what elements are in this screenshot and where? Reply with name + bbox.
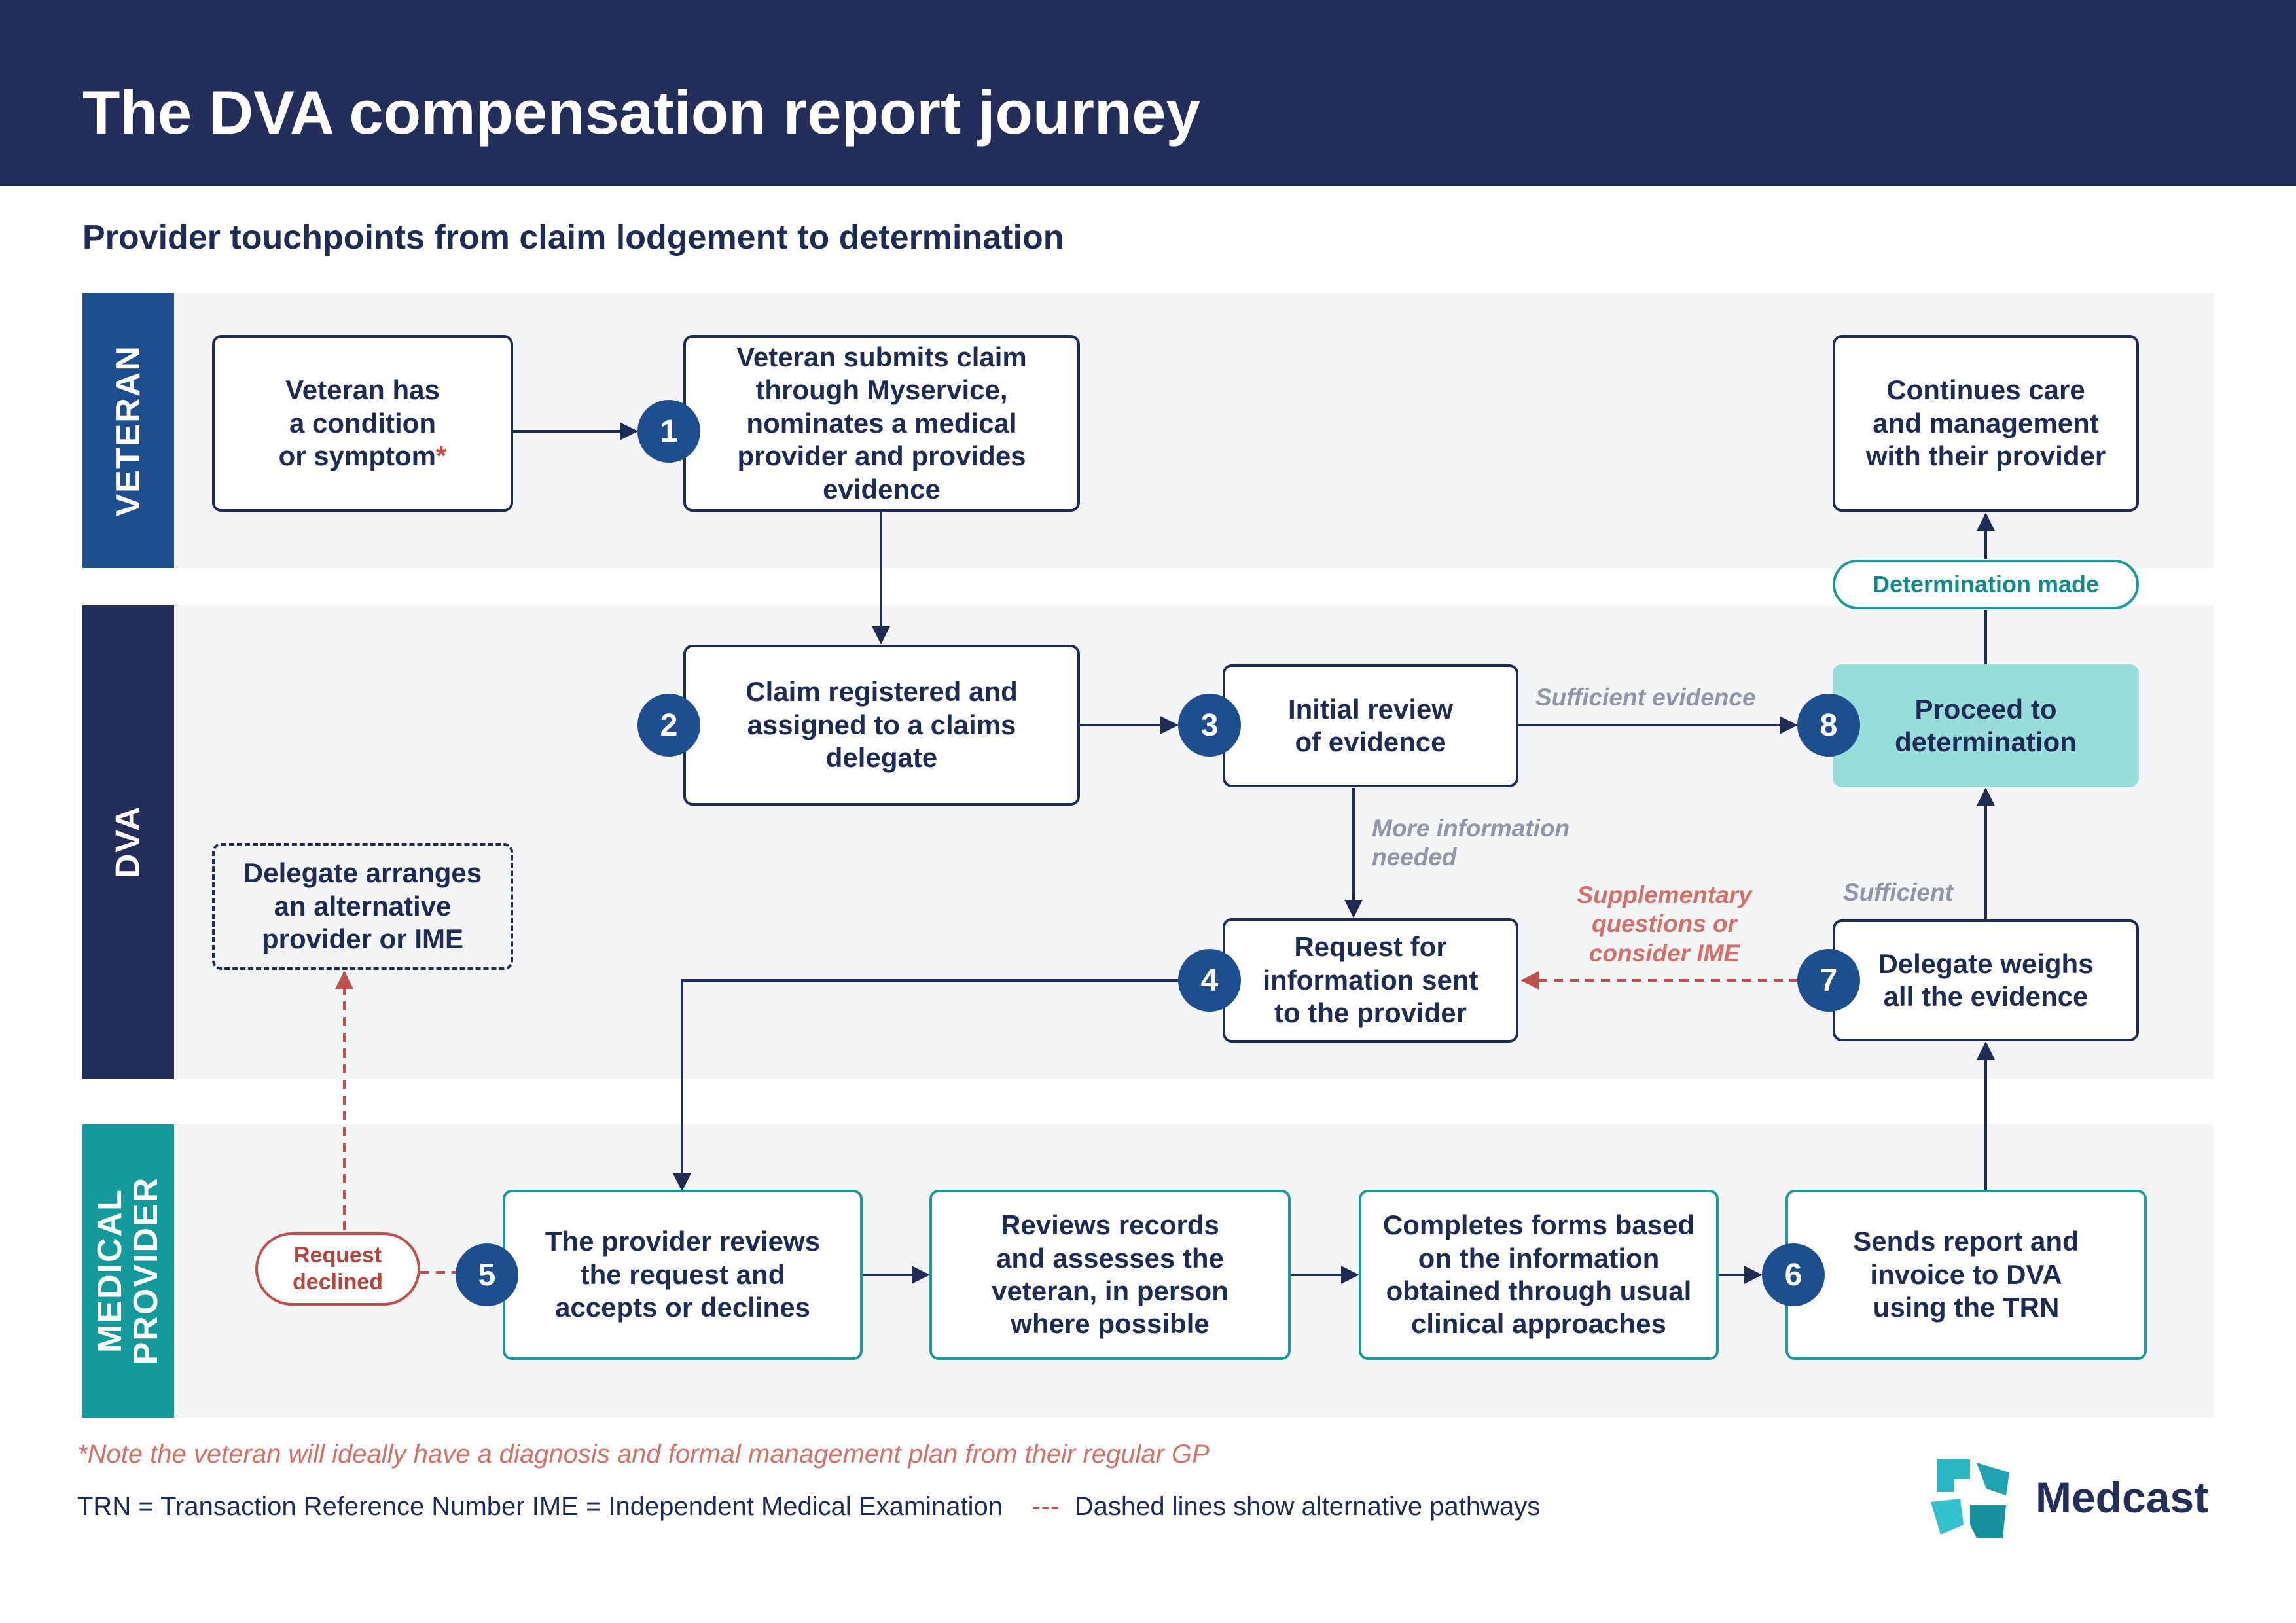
node-delegate-arranges: Delegate arranges an alternative provide… [212,843,513,970]
label-more-information: More information needed [1372,815,1570,871]
page-subtitle: Provider touchpoints from claim lodgemen… [82,219,1064,257]
header-banner: The DVA compensation report journey [0,0,2296,186]
legend: TRN = Transaction Reference Number IME =… [77,1492,1540,1522]
pill-determination-made: Determination made [1833,560,2139,609]
node-initial-review: Initial review of evidence [1223,664,1518,787]
label-sufficient-evidence: Sufficient evidence [1535,684,1756,711]
node-continues-care: Continues care and management with their… [1833,335,2139,512]
node-veteran-condition-text: Veteran has a condition or symptom* [278,374,447,472]
node-provider-reviews: The provider reviews the request and acc… [503,1190,863,1360]
step-badge-1: 1 [637,400,700,463]
node-claim-registered: Claim registered and assigned to a claim… [683,645,1080,806]
node-delegate-weighs: Delegate weighs all the evidence [1833,919,2139,1041]
node-reviews-records: Reviews records and assesses the veteran… [929,1190,1291,1360]
brand-name: Medcast [2036,1473,2209,1522]
node-completes-forms: Completes forms based on the information… [1359,1190,1719,1360]
step-badge-3: 3 [1178,694,1241,757]
footnote-text: *Note the veteran will ideally have a di… [77,1440,1210,1469]
node-veteran-condition: Veteran has a condition or symptom* [212,335,513,512]
footnote-asterisk: * [436,440,447,472]
legend-dash-sample: --- [1031,1492,1060,1521]
medcast-logo-icon [1931,1459,2009,1538]
veteran-lane-label: VETERAN [82,293,174,568]
legend-definitions: TRN = Transaction Reference Number IME =… [77,1492,1003,1521]
edge-request-to-provider [673,979,1178,1192]
step-badge-7: 7 [1797,949,1860,1012]
step-badge-4: 4 [1178,949,1241,1012]
medical-lane-label: MEDICAL PROVIDER [82,1124,174,1418]
legend-dash-description: Dashed lines show alternative pathways [1074,1492,1541,1521]
step-badge-5: 5 [456,1243,518,1306]
label-sufficient: Sufficient [1843,879,1953,906]
node-proceed-determination: Proceed to determination [1833,664,2139,787]
step-badge-2: 2 [637,694,700,757]
page-title: The DVA compensation report journey [82,78,1200,147]
pill-request-declined: Request declined [255,1232,420,1306]
label-supplementary: Supplementary questions or consider IME [1577,882,1752,967]
step-badge-8: 8 [1797,694,1860,757]
dva-lane-label: DVA [82,605,174,1079]
step-badge-6: 6 [1762,1243,1825,1306]
node-submit-claim: Veteran submits claim through Myservice,… [683,335,1080,512]
node-sends-report: Sends report and invoice to DVA using th… [1785,1190,2147,1360]
node-request-information: Request for information sent to the prov… [1223,918,1518,1043]
